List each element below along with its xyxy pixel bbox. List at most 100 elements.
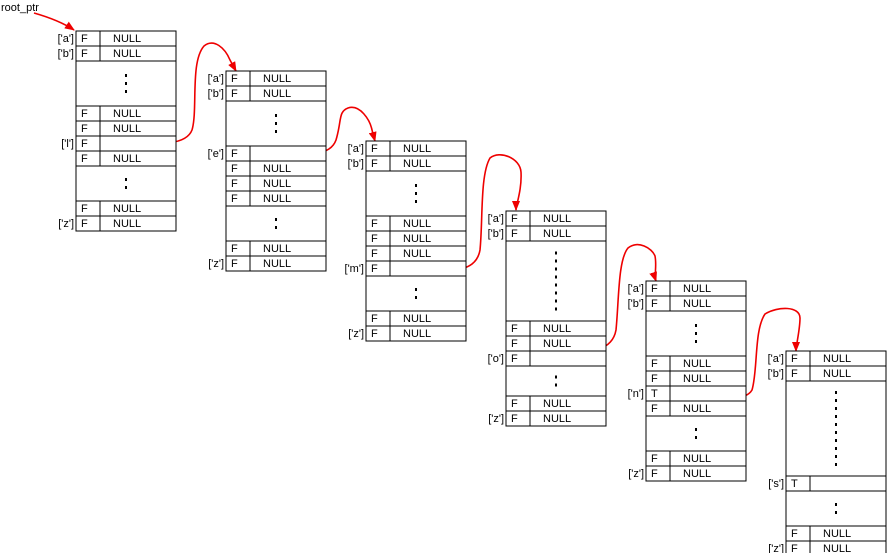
pointer-cell [389,325,467,342]
ellipsis-dot [555,259,557,263]
ellipsis-dot [125,74,127,77]
end-of-word-flag: F [651,403,658,415]
flag-cell [645,450,671,467]
child-link-arrow [561,243,657,353]
flag-cell [645,280,671,297]
flag-cell [225,175,251,192]
child-pointer-value: NULL [263,163,291,175]
child-pointer-value: NULL [113,123,141,135]
end-of-word-flag: F [371,218,378,230]
flag-cell [225,85,251,102]
ellipsis-dot [275,226,277,229]
child-pointer-value: NULL [263,73,291,85]
end-of-word-flag: F [81,48,88,60]
vertical-ellipsis-icon [275,114,277,133]
ellipsis-block [785,380,887,477]
node-row: ['s']T [768,475,887,492]
ellipsis-dot [835,423,837,426]
row-key-label: ['a'] [58,33,74,45]
root-pointer-arrow [33,12,75,31]
end-of-word-flag: F [81,153,88,165]
flag-cell [785,475,811,492]
child-pointer-value: NULL [113,108,141,120]
flag-cell [365,310,391,327]
ellipsis-dot [275,122,277,125]
flag-cell [225,240,251,257]
child-pointer-value: NULL [263,193,291,205]
pointer-cell [99,215,177,232]
end-of-word-flag: F [371,233,378,245]
ellipsis-dot [415,184,417,187]
flag-cell [365,325,391,342]
ellipsis-dot [555,251,557,255]
flag-cell [505,210,531,227]
flag-cell [365,215,391,232]
vertical-ellipsis-icon [835,503,837,514]
end-of-word-flag: F [511,413,518,425]
row-key-label: ['l'] [61,138,74,150]
child-pointer-value: NULL [403,158,431,170]
row-key-label: ['s'] [768,478,784,490]
child-pointer-value: NULL [403,233,431,245]
ellipsis-dot [555,375,557,379]
end-of-word-flag: F [81,33,88,45]
ellipsis-block [365,275,467,312]
ellipsis-dot [835,455,837,458]
flag-cell [645,370,671,387]
row-key-label: ['z'] [58,218,74,230]
end-of-word-flag: F [651,298,658,310]
end-of-word-flag: F [651,453,658,465]
row-key-label: ['z'] [208,258,224,270]
end-of-word-flag: F [791,543,798,553]
row-key-label: ['b'] [768,368,784,380]
end-of-word-flag: F [371,248,378,260]
flag-cell [75,215,101,232]
end-of-word-flag: F [231,258,238,270]
vertical-ellipsis-icon [415,184,417,203]
end-of-word-flag: F [371,143,378,155]
end-of-word-flag: F [651,468,658,480]
row-key-label: ['b'] [208,88,224,100]
vertical-ellipsis-icon [275,218,277,229]
flag-cell [75,45,101,62]
child-pointer-value: NULL [683,283,711,295]
child-pointer-value: NULL [823,543,851,553]
node-row: ['l']F [61,135,177,152]
flag-cell [225,190,251,207]
ellipsis-dot [555,283,557,287]
child-pointer-value: NULL [403,248,431,260]
ellipsis-dot [695,324,697,327]
ellipsis-dot [415,192,417,195]
row-key-label: ['b'] [58,48,74,60]
ellipsis-dot [415,288,417,291]
ellipsis-dot [125,90,127,93]
end-of-word-flag: F [231,73,238,85]
ellipsis-dot [695,436,697,439]
child-pointer-value: NULL [263,178,291,190]
end-of-word-flag: F [231,178,238,190]
row-key-label: ['a'] [208,73,224,85]
flag-cell [75,105,101,122]
end-of-word-flag: F [81,108,88,120]
end-of-word-flag: F [511,323,518,335]
ellipsis-dot [835,431,837,434]
child-pointer-value: NULL [113,203,141,215]
ellipsis-dot [555,275,557,279]
child-pointer-value: NULL [543,338,571,350]
row-key-label: ['z'] [628,468,644,480]
child-pointer-value: NULL [403,218,431,230]
pointer-cell [809,475,887,492]
end-of-word-flag: F [231,243,238,255]
row-key-label: ['a'] [768,353,784,365]
